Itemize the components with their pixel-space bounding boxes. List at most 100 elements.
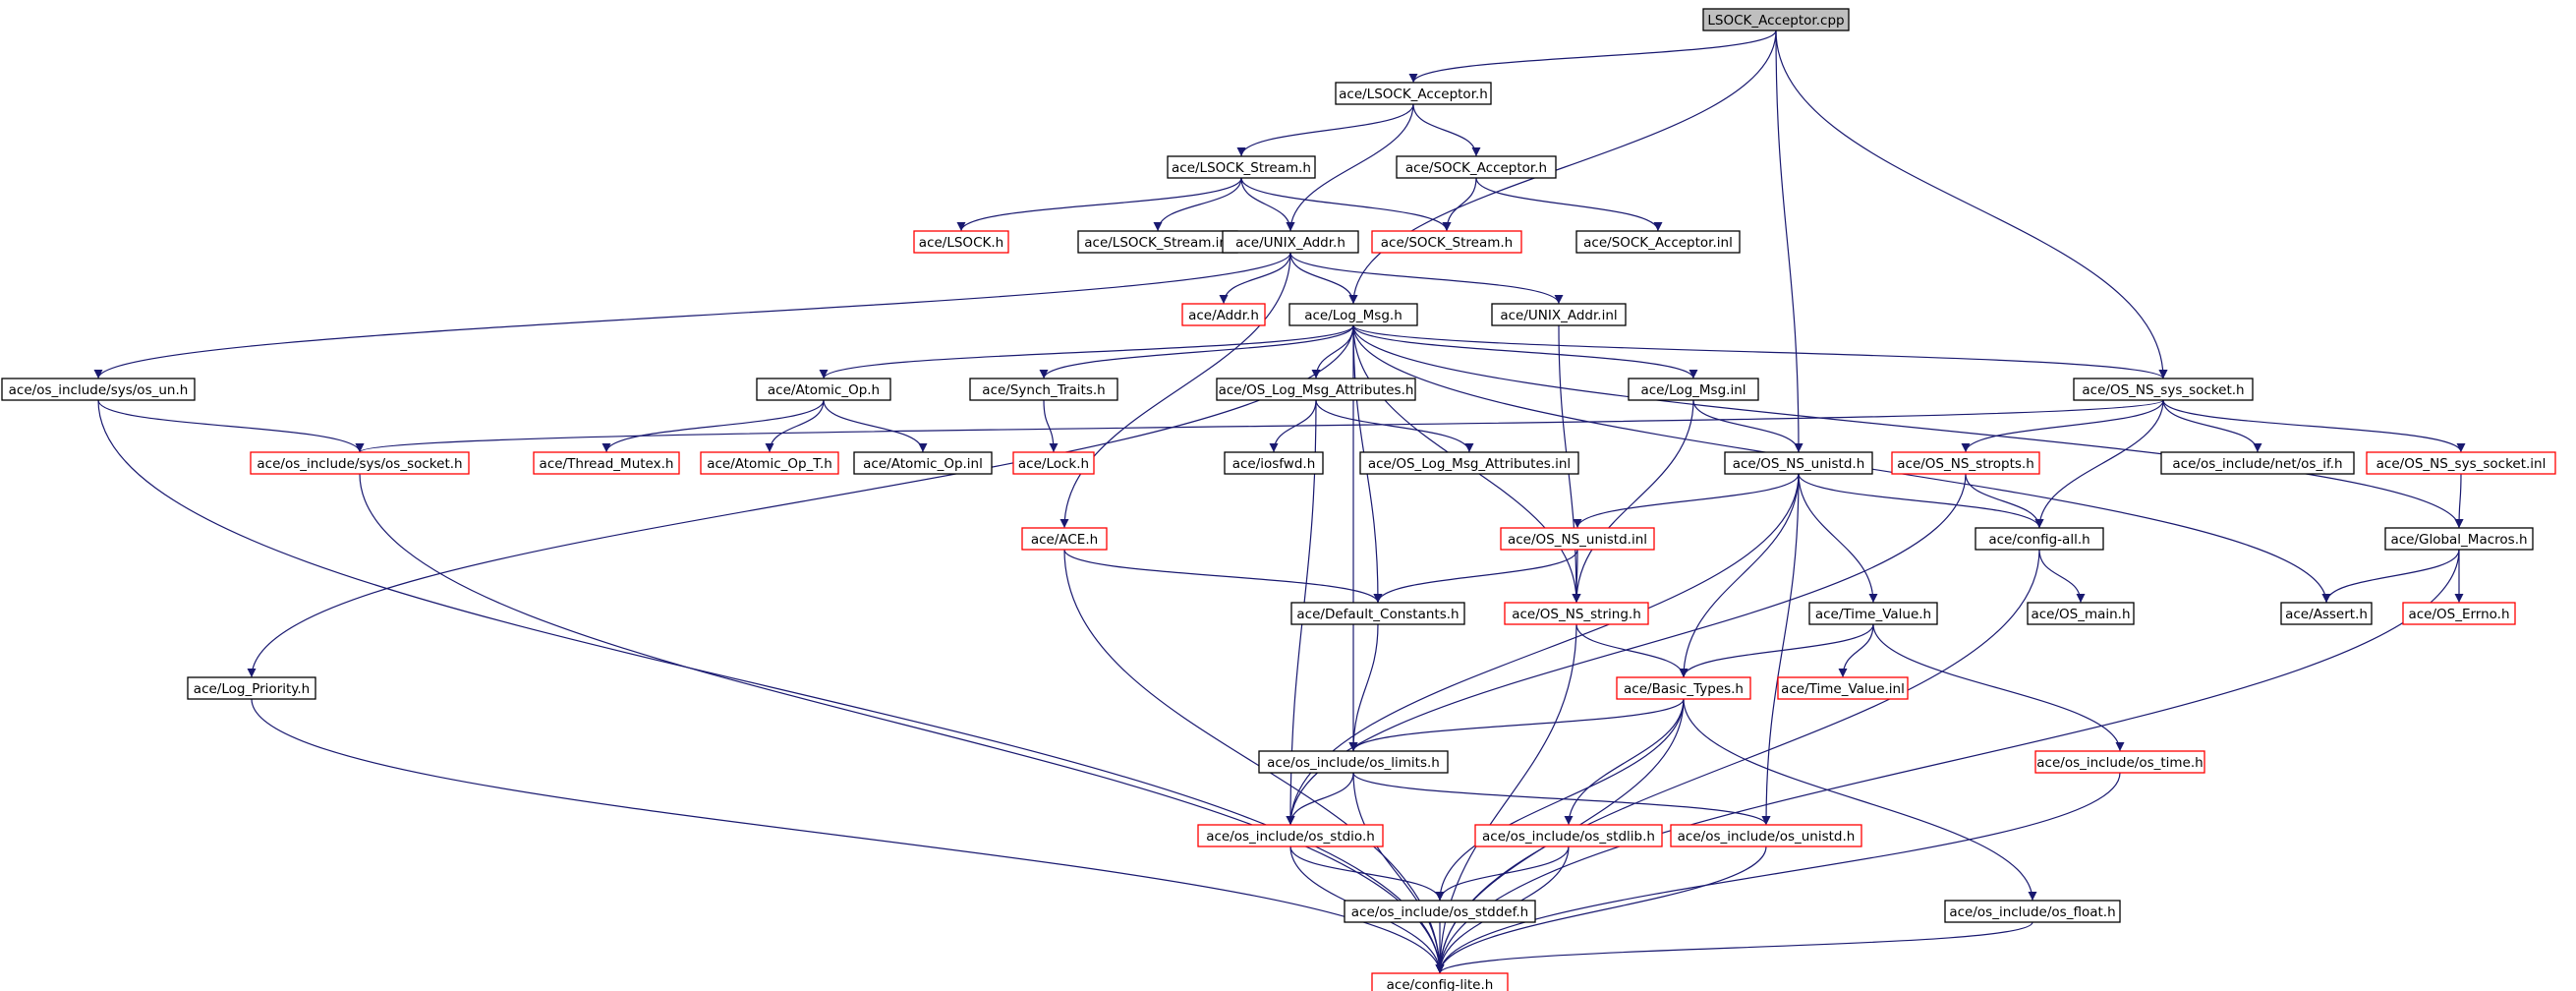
node-label: ace/Log_Msg.h	[1304, 308, 1402, 323]
node-os_time_h[interactable]: ace/os_include/os_time.h	[2034, 750, 2205, 774]
node-os_limits_h[interactable]: ace/os_include/os_limits.h	[1258, 750, 1449, 774]
edge-ace_h-to-default_constants_h	[1063, 549, 1383, 604]
node-sock_stream_h[interactable]: ace/SOCK_Stream.h	[1371, 230, 1522, 254]
node-box	[2280, 602, 2373, 625]
node-os_ns_unistd_h[interactable]: ace/OS_NS_unistd.h	[1724, 451, 1873, 475]
node-synch_traits_h[interactable]: ace/Synch_Traits.h	[969, 378, 1118, 401]
node-time_value_h[interactable]: ace/Time_Value.h	[1808, 602, 1938, 625]
node-atomic_op_h[interactable]: ace/Atomic_Op.h	[756, 378, 891, 401]
node-label: ace/os_include/os_float.h	[1949, 904, 2115, 920]
node-os_un_h[interactable]: ace/os_include/sys/os_un.h	[1, 378, 196, 401]
edge-lsock_stream_h-to-lsock_h	[956, 177, 1242, 232]
node-unix_addr_h[interactable]: ace/UNIX_Addr.h	[1222, 230, 1359, 254]
node-os_stdlib_h[interactable]: ace/os_include/os_stdlib.h	[1474, 824, 1663, 847]
node-box	[913, 230, 1009, 254]
node-os_socket_h[interactable]: ace/os_include/sys/os_socket.h	[250, 451, 470, 475]
edge-log_priority_h-to-config_lite_h	[251, 698, 1445, 974]
node-global_macros_h[interactable]: ace/Global_Macros.h	[2384, 527, 2534, 551]
node-log_priority_h[interactable]: ace/Log_Priority.h	[187, 676, 316, 700]
node-time_value_inl[interactable]: ace/Time_Value.inl	[1777, 676, 1909, 700]
node-atomic_op_t_h[interactable]: ace/Atomic_Op_T.h	[700, 451, 839, 475]
node-os_if_h[interactable]: ace/os_include/net/os_if.h	[2160, 451, 2355, 475]
node-os_ns_sys_socket_h[interactable]: ace/OS_NS_sys_socket.h	[2073, 378, 2254, 401]
edge-unix_addr_h-to-unix_addr_inl	[1289, 252, 1564, 305]
node-box	[1975, 527, 2104, 551]
node-label: ace/OS_Log_Msg_Attributes.h	[1219, 382, 1414, 398]
node-thread_mutex_h[interactable]: ace/Thread_Mutex.h	[533, 451, 680, 475]
node-box	[2366, 451, 2556, 475]
node-log_msg_h[interactable]: ace/Log_Msg.h	[1288, 303, 1418, 326]
node-label: ace/Synch_Traits.h	[982, 382, 1105, 398]
node-lsock_h[interactable]: ace/LSOCK.h	[913, 230, 1009, 254]
node-box	[1944, 900, 2121, 923]
node-label: ace/OS_Log_Msg_Attributes.inl	[1368, 456, 1571, 472]
node-label: ace/os_include/sys/os_un.h	[9, 382, 189, 398]
node-label: ace/OS_NS_unistd.h	[1733, 456, 1865, 472]
node-os_ns_sys_socket_inl[interactable]: ace/OS_NS_sys_socket.inl	[2366, 451, 2556, 475]
node-label: ace/LSOCK.h	[919, 235, 1003, 251]
node-box	[1504, 602, 1649, 625]
edge-os_limits_h-to-os_unistd_h	[1352, 772, 1771, 826]
edge-log_msg_h-to-global_macros_h	[1352, 324, 2464, 529]
node-box	[250, 451, 470, 475]
node-label: ace/SOCK_Acceptor.h	[1405, 160, 1547, 176]
edge-lsock_acceptor_cpp-to-log_msg_h	[1348, 29, 1777, 305]
edge-lsock_acceptor_h-to-lsock_stream_h	[1236, 103, 1414, 157]
edge-basic_types_h-to-os_stdlib_h	[1564, 698, 1685, 826]
node-default_constants_h[interactable]: ace/Default_Constants.h	[1290, 602, 1465, 625]
node-lsock_stream_inl[interactable]: ace/LSOCK_Stream.inl	[1077, 230, 1238, 254]
node-box	[1808, 602, 1938, 625]
node-label: ace/Atomic_Op.h	[768, 382, 880, 398]
node-sock_acceptor_inl[interactable]: ace/SOCK_Acceptor.inl	[1575, 230, 1741, 254]
edge-os_ns_unistd_h-to-time_value_h	[1798, 473, 1878, 604]
node-lsock_stream_h[interactable]: ace/LSOCK_Stream.h	[1167, 155, 1316, 179]
node-atomic_op_inl[interactable]: ace/Atomic_Op.inl	[853, 451, 993, 475]
node-box	[1891, 451, 2040, 475]
edge-lsock_acceptor_cpp-to-os_ns_sys_socket_h	[1775, 29, 2168, 379]
node-os_stddef_h[interactable]: ace/os_include/os_stddef.h	[1344, 900, 1536, 923]
node-os_unistd_h[interactable]: ace/os_include/os_unistd.h	[1670, 824, 1862, 847]
edge-os_socket_h-to-config_lite_h	[359, 473, 1445, 974]
node-os_ns_unistd_inl[interactable]: ace/OS_NS_unistd.inl	[1500, 527, 1655, 551]
node-config_lite_h[interactable]: ace/config-lite.h	[1371, 972, 1509, 991]
edge-atomic_op_h-to-atomic_op_t_h	[765, 399, 825, 453]
node-config_all_h[interactable]: ace/config-all.h	[1975, 527, 2104, 551]
edge-lsock_acceptor_cpp-to-lsock_acceptor_h	[1408, 29, 1777, 84]
node-basic_types_h[interactable]: ace/Basic_Types.h	[1616, 676, 1751, 700]
node-lock_h[interactable]: ace/Lock.h	[1012, 451, 1095, 475]
edge-os_un_h-to-config_lite_h	[97, 399, 1445, 974]
node-sock_acceptor_h[interactable]: ace/SOCK_Acceptor.h	[1396, 155, 1557, 179]
node-os_errno_h[interactable]: ace/OS_Errno.h	[2402, 602, 2516, 625]
edge-os_limits_h-to-config_lite_h	[1352, 772, 1445, 974]
edge-sock_acceptor_h-to-sock_acceptor_inl	[1475, 177, 1663, 232]
node-lsock_acceptor_cpp[interactable]: LSOCK_Acceptor.cpp	[1702, 8, 1850, 31]
node-label: ace/Basic_Types.h	[1624, 681, 1744, 697]
node-os_ns_stropts_h[interactable]: ace/OS_NS_stropts.h	[1891, 451, 2040, 475]
node-os_float_h[interactable]: ace/os_include/os_float.h	[1944, 900, 2121, 923]
edge-os_ns_sys_socket_inl-to-global_macros_h	[2454, 473, 2464, 529]
node-addr_h[interactable]: ace/Addr.h	[1181, 303, 1266, 326]
node-unix_addr_inl[interactable]: ace/UNIX_Addr.inl	[1491, 303, 1627, 326]
node-log_msg_inl[interactable]: ace/Log_Msg.inl	[1628, 378, 1759, 401]
node-iosfwd_h[interactable]: ace/iosfwd.h	[1224, 451, 1324, 475]
node-lsock_acceptor_h[interactable]: ace/LSOCK_Acceptor.h	[1335, 82, 1492, 105]
edge-time_value_h-to-os_time_h	[1872, 623, 2125, 752]
node-label: ace/Thread_Mutex.h	[540, 456, 674, 472]
node-box	[1335, 82, 1492, 105]
edge-os_ns_sys_socket_h-to-os_socket_h	[356, 399, 2164, 453]
node-os_stdio_h[interactable]: ace/os_include/os_stdio.h	[1197, 824, 1384, 847]
node-os_ns_string_h[interactable]: ace/OS_NS_string.h	[1504, 602, 1649, 625]
node-box	[1181, 303, 1266, 326]
edge-os_un_h-to-os_socket_h	[97, 399, 365, 453]
node-os_main_h[interactable]: ace/OS_main.h	[2027, 602, 2135, 625]
node-os_log_msg_attributes_h[interactable]: ace/OS_Log_Msg_Attributes.h	[1216, 378, 1416, 401]
node-ace_h[interactable]: ace/ACE.h	[1021, 527, 1108, 551]
node-box	[187, 676, 316, 700]
edge-global_macros_h-to-assert_h	[2321, 549, 2460, 604]
edge-log_msg_inl-to-os_ns_string_h	[1572, 399, 1694, 604]
edge-os_stdlib_h-to-os_stddef_h	[1435, 845, 1570, 902]
node-box	[1500, 527, 1655, 551]
node-os_log_msg_attributes_inl[interactable]: ace/OS_Log_Msg_Attributes.inl	[1359, 451, 1579, 475]
node-assert_h[interactable]: ace/Assert.h	[2280, 602, 2373, 625]
